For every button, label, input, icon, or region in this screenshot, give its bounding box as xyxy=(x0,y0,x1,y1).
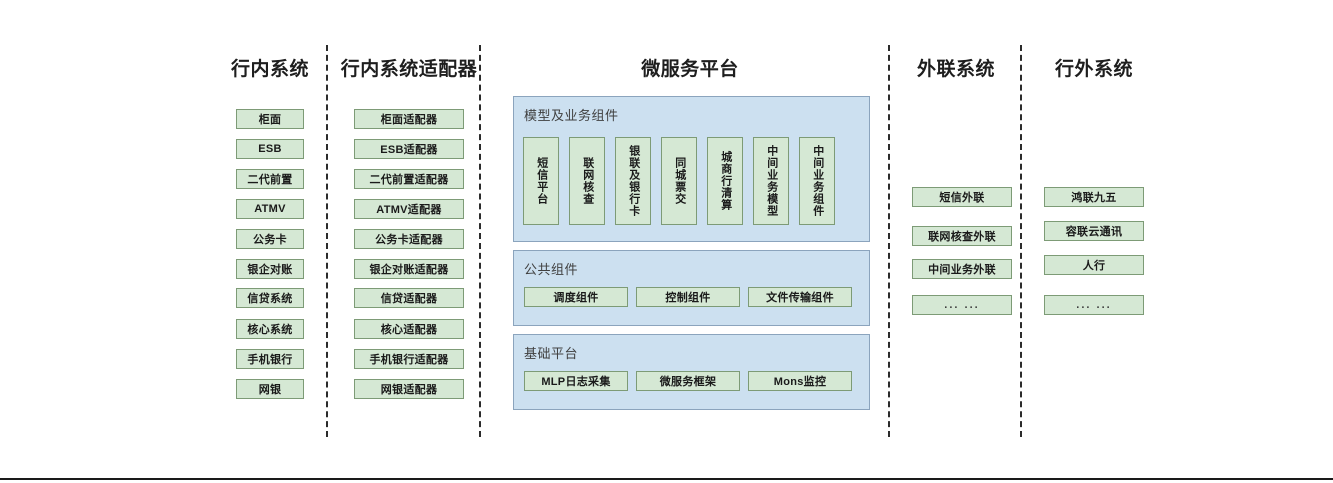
divider-platform-external xyxy=(888,45,890,437)
node-model-2[interactable]: 银联及银行卡 xyxy=(615,137,651,225)
node-outside-2[interactable]: 人行 xyxy=(1044,255,1144,275)
panel-title-public-components: 公共组件 xyxy=(524,262,579,277)
node-adapter-0[interactable]: 柜面适配器 xyxy=(354,109,464,129)
node-base-2[interactable]: Mons监控 xyxy=(748,371,852,391)
node-internal-0[interactable]: 柜面 xyxy=(236,109,304,129)
node-internal-5[interactable]: 银企对账 xyxy=(236,259,304,279)
node-external-1[interactable]: 联网核查外联 xyxy=(912,226,1012,246)
node-model-4[interactable]: 城商行清算 xyxy=(707,137,743,225)
divider-external-outside xyxy=(1020,45,1022,437)
node-internal-7[interactable]: 核心系统 xyxy=(236,319,304,339)
node-public-2[interactable]: 文件传输组件 xyxy=(748,287,852,307)
node-adapter-5[interactable]: 银企对账适配器 xyxy=(354,259,464,279)
node-adapter-9[interactable]: 网银适配器 xyxy=(354,379,464,399)
column-title-external-link: 外联系统 xyxy=(916,59,995,80)
node-internal-6[interactable]: 信贷系统 xyxy=(236,288,304,308)
divider-internal-adapter xyxy=(326,45,328,437)
node-internal-9[interactable]: 网银 xyxy=(236,379,304,399)
node-adapter-3[interactable]: ATMV适配器 xyxy=(354,199,464,219)
node-internal-3[interactable]: ATMV xyxy=(236,199,304,219)
column-title-platform: 微服务平台 xyxy=(641,59,739,80)
node-internal-2[interactable]: 二代前置 xyxy=(236,169,304,189)
node-model-6[interactable]: 中间业务组件 xyxy=(799,137,835,225)
node-base-1[interactable]: 微服务框架 xyxy=(636,371,740,391)
node-adapter-7[interactable]: 核心适配器 xyxy=(354,319,464,339)
node-base-0[interactable]: MLP日志采集 xyxy=(524,371,628,391)
node-public-1[interactable]: 控制组件 xyxy=(636,287,740,307)
panel-title-base-platform: 基础平台 xyxy=(524,346,579,361)
node-outside-3[interactable]: ... ... xyxy=(1044,295,1144,315)
node-internal-1[interactable]: ESB xyxy=(236,139,304,159)
column-title-outside: 行外系统 xyxy=(1054,59,1133,80)
column-title-adapter: 行内系统适配器 xyxy=(340,59,478,80)
divider-adapter-platform xyxy=(479,45,481,437)
node-public-0[interactable]: 调度组件 xyxy=(524,287,628,307)
node-external-3[interactable]: ... ... xyxy=(912,295,1012,315)
node-adapter-6[interactable]: 信贷适配器 xyxy=(354,288,464,308)
node-external-0[interactable]: 短信外联 xyxy=(912,187,1012,207)
panel-title-model-business-components: 模型及业务组件 xyxy=(524,108,619,123)
node-internal-4[interactable]: 公务卡 xyxy=(236,229,304,249)
node-adapter-8[interactable]: 手机银行适配器 xyxy=(354,349,464,369)
column-title-internal: 行内系统 xyxy=(230,59,309,80)
node-model-1[interactable]: 联网核查 xyxy=(569,137,605,225)
node-external-2[interactable]: 中间业务外联 xyxy=(912,259,1012,279)
node-internal-8[interactable]: 手机银行 xyxy=(236,349,304,369)
node-outside-1[interactable]: 容联云通讯 xyxy=(1044,221,1144,241)
node-adapter-2[interactable]: 二代前置适配器 xyxy=(354,169,464,189)
node-adapter-1[interactable]: ESB适配器 xyxy=(354,139,464,159)
node-model-5[interactable]: 中间业务模型 xyxy=(753,137,789,225)
node-model-3[interactable]: 同城票交 xyxy=(661,137,697,225)
node-adapter-4[interactable]: 公务卡适配器 xyxy=(354,229,464,249)
node-outside-0[interactable]: 鸿联九五 xyxy=(1044,187,1144,207)
bottom-rule xyxy=(0,478,1333,480)
node-model-0[interactable]: 短信平台 xyxy=(523,137,559,225)
